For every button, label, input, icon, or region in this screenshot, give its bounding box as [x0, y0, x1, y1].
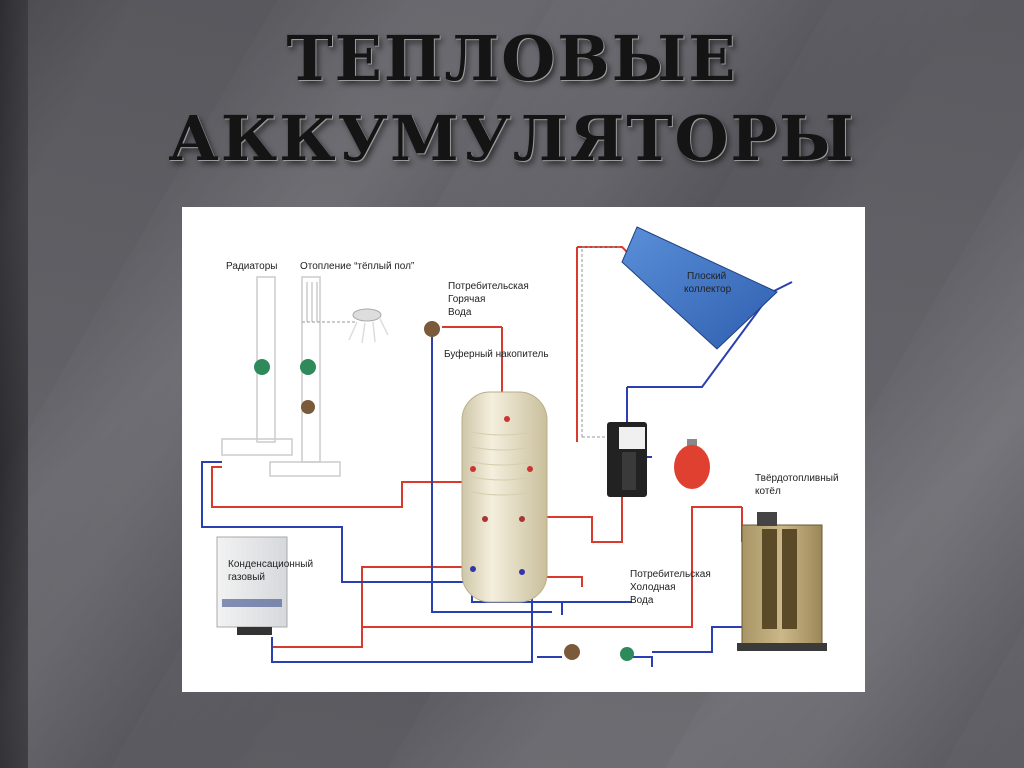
heating-diagram: Радиаторы Отопление “тёплый пол” Потреби…	[182, 207, 865, 692]
label-consumer-hot-2: Горячая	[448, 294, 485, 305]
label-condensing-1: Конденсационный	[228, 559, 313, 570]
solid-fuel-boiler	[737, 512, 827, 651]
condensing-gas-boiler	[216, 536, 288, 635]
label-consumer-cold-1: Потребительская	[630, 568, 711, 580]
label-buffer: Буферный накопитель	[444, 348, 549, 360]
label-floor-heating: Отопление “тёплый пол”	[300, 261, 414, 272]
label-radiators: Радиаторы	[226, 261, 277, 272]
dashed-lines	[302, 246, 622, 438]
label-consumer-cold-3: Вода	[630, 595, 654, 606]
pump-icons	[254, 321, 634, 661]
slide-title-line-2: АККУМУЛЯТОРЫ	[168, 102, 856, 175]
flat-solar-collector	[621, 226, 778, 350]
label-flat-collector-1: Плоский	[687, 271, 726, 282]
slide-title-line-1: ТЕПЛОВЫЕ	[286, 22, 738, 95]
shower-icon	[348, 308, 389, 344]
label-solid-fuel-2: котёл	[755, 486, 781, 497]
label-consumer-hot-1: Потребительская	[448, 280, 529, 292]
radiator-loop	[221, 276, 341, 477]
solar-controller	[607, 422, 647, 497]
diagram-canvas: Радиаторы Отопление “тёплый пол” Потреби…	[201, 226, 839, 667]
label-solid-fuel-1: Твёрдотопливный	[755, 473, 839, 484]
expansion-vessel	[674, 439, 710, 489]
buffer-tank	[461, 391, 548, 603]
slide-left-bar	[0, 0, 28, 768]
label-consumer-cold-2: Холодная	[630, 582, 676, 593]
cold-pipes	[201, 281, 793, 667]
label-flat-collector-2: коллектор	[684, 284, 732, 295]
diagram-labels: Радиаторы Отопление “тёплый пол” Потреби…	[226, 261, 839, 606]
label-consumer-hot-3: Вода	[448, 307, 472, 318]
label-condensing-2: газовый	[228, 572, 265, 583]
